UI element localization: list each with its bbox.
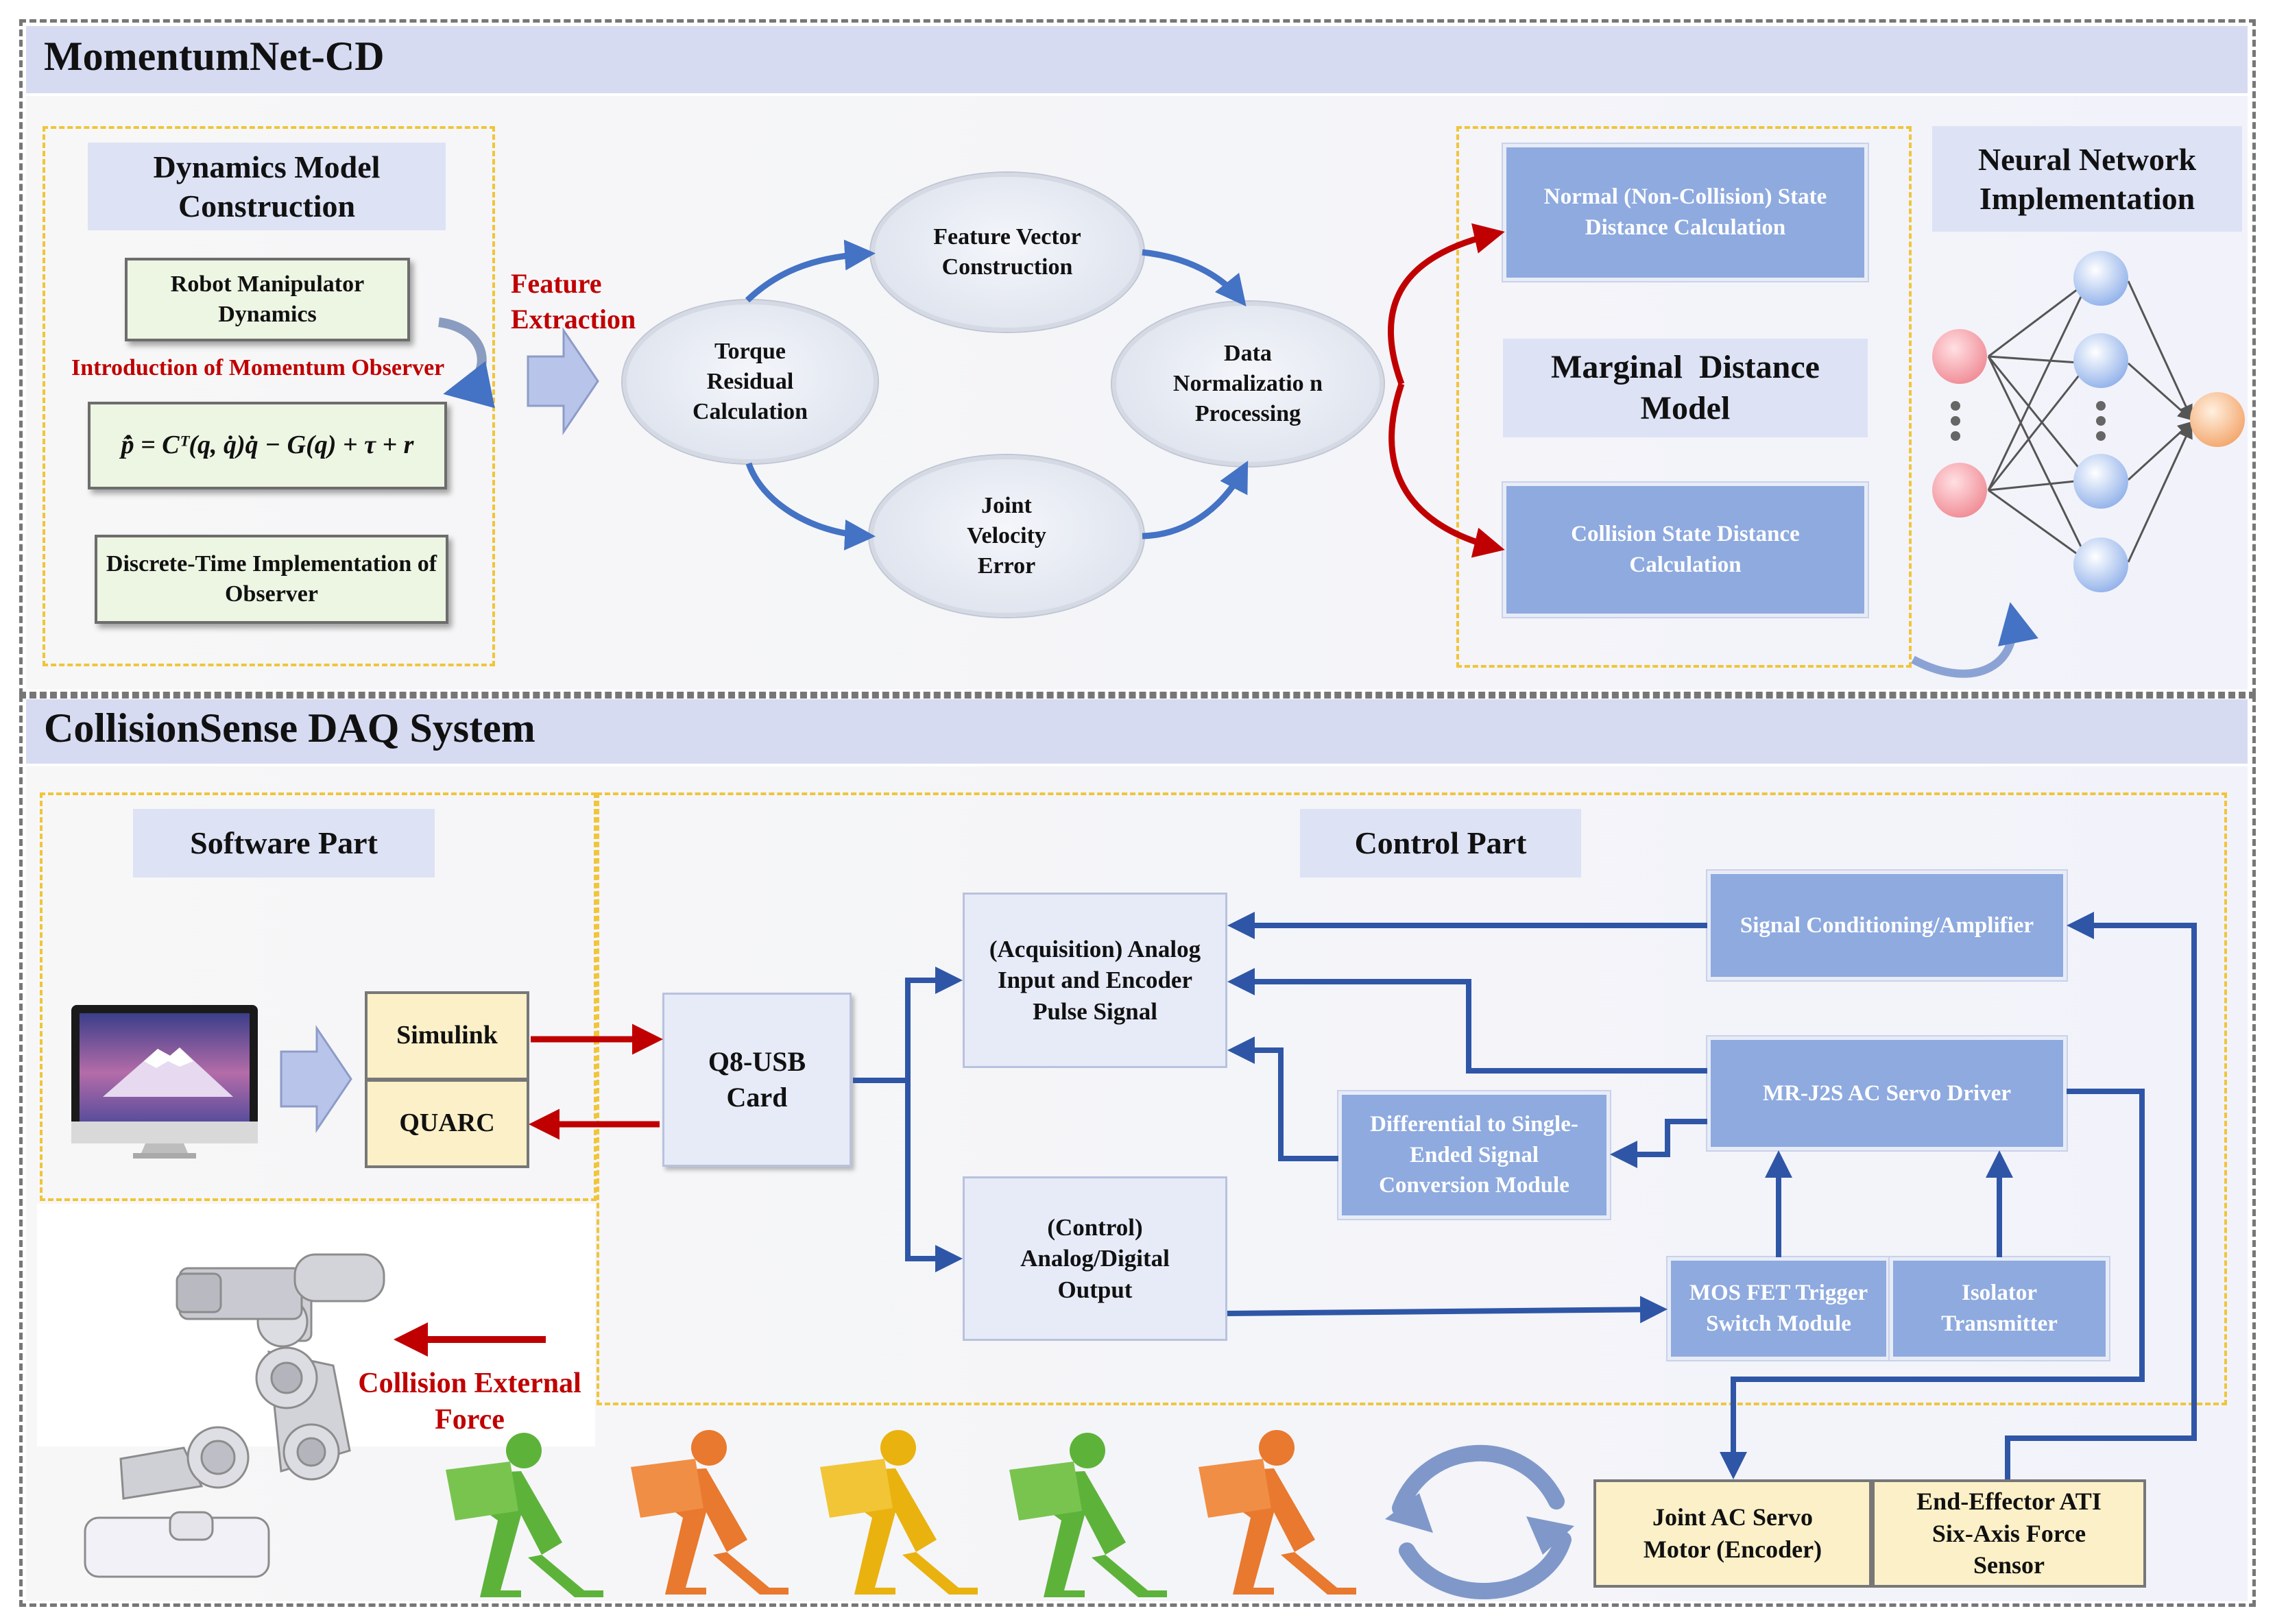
feature-to-normalization-arrow	[1142, 249, 1247, 307]
control-heading: Control Part	[1300, 809, 1581, 877]
daq-title-band	[26, 699, 2248, 764]
servo-to-acquisition-arrow	[1227, 968, 1707, 1074]
momentum-equation: p̂̇ = Cᵀ(q, q̇)q̇ − G(q) + τ + r	[121, 431, 414, 460]
isolator-box: Isolator Transmitter	[1890, 1257, 2109, 1360]
ati-sensor-box: End-Effector ATI Six-Axis Force Sensor	[1872, 1479, 2146, 1588]
nn-edges	[1987, 280, 2193, 563]
momentum-frame	[19, 19, 2256, 695]
nn-hidden-node-2	[2073, 333, 2128, 388]
observer-intro-label: Introduction of Momentum Observer	[71, 355, 445, 380]
robot-dynamics-box: Robot Manipulator Dynamics	[125, 258, 410, 341]
nn-input-ellipsis	[1951, 401, 1960, 441]
neural-network-heading: Neural Network Implementation	[1932, 126, 2242, 232]
q8-to-control-output-arrow	[905, 1080, 963, 1272]
servo-to-differential-arrow	[1610, 1119, 1707, 1168]
q8-to-acquisition-arrow	[905, 967, 963, 1080]
nn-hidden-node-3	[2073, 454, 2128, 509]
momentum-title-band	[26, 26, 2248, 93]
q8-usb-card: Q8-USB Card	[662, 993, 852, 1167]
software-group	[40, 792, 597, 1201]
torque-to-joint-arrow	[745, 462, 876, 550]
normalization-node: Data Normalizatio n Processing	[1112, 302, 1384, 466]
differential-module-box: Differential to Single-Ended Signal Conv…	[1338, 1091, 1610, 1219]
momentum-title: MomentumNet-CD	[44, 34, 385, 79]
dynamics-heading: Dynamics Model Construction	[88, 143, 446, 230]
control-group	[597, 792, 2227, 1405]
nn-input-node-1	[1932, 329, 1987, 384]
daq-title: CollisionSense DAQ System	[44, 705, 535, 751]
feature-vector-node: Feature Vector Construction	[871, 173, 1144, 332]
servo-driver-box: MR-J2S AC Servo Driver	[1707, 1037, 2067, 1150]
marginal-distance-model: Marginal Distance Model	[1503, 339, 1868, 437]
ati-to-conditioning-arrow	[2005, 912, 2197, 1479]
worker-icon-5	[1199, 1430, 1356, 1595]
joint-motor-box: Joint AC Servo Motor (Encoder)	[1593, 1479, 1872, 1588]
nn-hidden-node-4	[2073, 537, 2128, 592]
simulink-box: Simulink	[365, 991, 529, 1080]
worker-icon-1	[446, 1433, 603, 1597]
collision-force-label: Collision External Force	[358, 1368, 581, 1435]
distance-group	[1456, 126, 1912, 668]
discrete-impl-box: Discrete-Time Implementation of Observer	[95, 535, 448, 624]
nn-hidden-node-1	[2073, 251, 2128, 306]
normal-distance-box: Normal (Non-Collision) State Distance Ca…	[1503, 144, 1868, 281]
worker-icon-3	[820, 1430, 978, 1595]
torque-to-feature-arrow	[745, 239, 876, 303]
servo-to-joint-motor-arrow	[1720, 1089, 2145, 1479]
torque-residual-node: Torque Residual Calculation	[623, 300, 878, 463]
feature-extraction-arrow	[527, 327, 599, 435]
normalization-to-normal-arrow	[1388, 223, 1505, 385]
differential-to-acquisition-arrow	[1227, 1037, 1338, 1161]
acquisition-box: (Acquisition) Analog Input and Encoder P…	[963, 893, 1227, 1068]
control-output-box: (Control) Analog/Digital Output	[963, 1176, 1227, 1341]
mosfet-module-box: MOS FET Trigger Switch Module	[1668, 1257, 1890, 1360]
joint-velocity-node: Joint Velocity Error	[869, 455, 1144, 617]
normalization-to-collision-arrow	[1388, 383, 1505, 558]
computer-icon	[71, 1005, 258, 1159]
dynamics-curve-arrow	[437, 317, 495, 409]
software-heading: Software Part	[133, 809, 435, 877]
worker-icon-2	[631, 1430, 789, 1595]
quarc-box: QUARC	[365, 1079, 529, 1168]
control-output-to-mosfet-arrow	[1227, 1296, 1668, 1324]
collision-distance-box: Collision State Distance Calculation	[1503, 483, 1868, 617]
equation-box: p̂̇ = Cᵀ(q, q̇)q̇ − G(q) + τ + r	[88, 402, 447, 489]
joint-to-normalization-arrow	[1142, 461, 1249, 540]
nn-output-node	[2190, 392, 2245, 447]
distance-to-nn-curve-arrow	[1911, 602, 2038, 678]
nn-hidden-ellipsis	[2096, 401, 2106, 441]
worker-icon-4	[1009, 1433, 1167, 1597]
daq-frame	[19, 695, 2256, 1607]
nn-input-node-2	[1932, 463, 1987, 518]
signal-conditioning-box: Signal Conditioning/Amplifier	[1707, 871, 2067, 980]
cycle-icon	[1385, 1444, 1574, 1599]
robot-arm-illustration	[84, 1253, 385, 1578]
pc-to-software-arrow	[280, 1025, 352, 1133]
feature-extraction-label: Feature Extraction	[511, 268, 636, 335]
